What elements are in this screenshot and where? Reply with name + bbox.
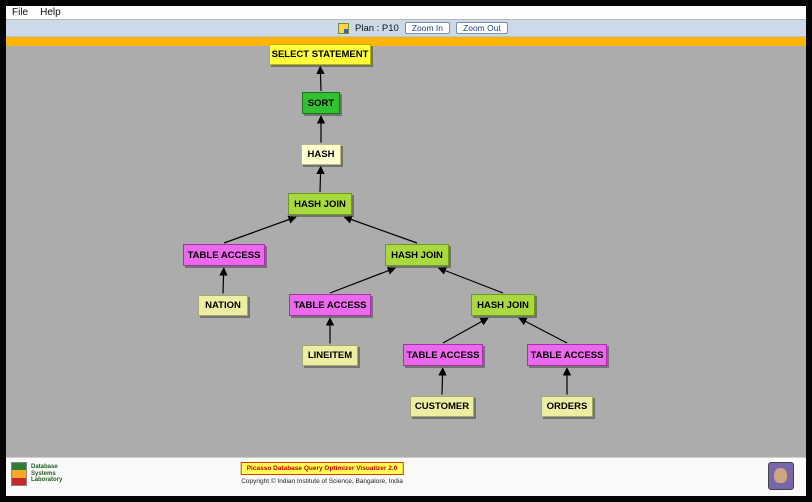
plan-controls: Plan : P10 Zoom In Zoom Out	[338, 20, 508, 36]
plan-node-ta-lineitem[interactable]: TABLE ACCESS	[289, 294, 371, 316]
copyright-text: Copyright © Indian Institute of Science,…	[241, 478, 403, 485]
plan-node-hj3[interactable]: HASH JOIN	[471, 294, 535, 316]
plan-node-ta-nation[interactable]: TABLE ACCESS	[183, 244, 265, 266]
menu-help[interactable]: Help	[40, 7, 61, 18]
toolbar: Plan : P10 Zoom In Zoom Out	[6, 20, 806, 37]
accent-bar	[6, 37, 806, 46]
plan-node-ta-customer[interactable]: TABLE ACCESS	[403, 344, 483, 366]
plan-node-nation[interactable]: NATION	[198, 294, 248, 316]
dsl-logo-text: Database Systems Laboratory	[31, 464, 62, 485]
zoom-in-button[interactable]: Zoom In	[404, 22, 451, 34]
menu-bar: File Help	[6, 6, 806, 20]
plan-node-lineitem[interactable]: LINEITEM	[302, 344, 358, 366]
dsl-logo-line: Database	[31, 463, 58, 470]
status-bar: Database Systems Laboratory Picasso Data…	[6, 457, 806, 496]
dsl-logo-line: Laboratory	[31, 477, 63, 484]
dsl-logo: Database Systems Laboratory	[11, 462, 62, 486]
plan-node-hash[interactable]: HASH	[301, 143, 341, 165]
app-content: File Help Plan : P10 Zoom In Zoom Out SE…	[6, 6, 806, 496]
plan-node-sort[interactable]: SORT	[302, 92, 340, 114]
plan-icon	[338, 22, 349, 34]
plan-node-select[interactable]: SELECT STATEMENT	[269, 43, 371, 65]
plan-node-hj1[interactable]: HASH JOIN	[288, 193, 352, 215]
picasso-logo-icon	[768, 462, 794, 490]
plan-node-orders[interactable]: ORDERS	[541, 395, 593, 417]
plan-node-hj2[interactable]: HASH JOIN	[385, 244, 449, 266]
plan-node-ta-orders[interactable]: TABLE ACCESS	[527, 344, 607, 366]
zoom-out-button[interactable]: Zoom Out	[456, 22, 508, 34]
plan-label: Plan : P10	[355, 22, 399, 34]
menu-file[interactable]: File	[12, 7, 29, 18]
dsl-logo-emblem	[11, 462, 27, 486]
dsl-logo-line: Systems	[31, 470, 56, 477]
plan-node-customer[interactable]: CUSTOMER	[410, 395, 474, 417]
plan-tree-layer: SELECT STATEMENT SORT HASH HASH JOIN TABLE A…	[6, 6, 806, 496]
app-title-badge: Picasso Database Query Optimizer Visuali…	[240, 462, 404, 475]
